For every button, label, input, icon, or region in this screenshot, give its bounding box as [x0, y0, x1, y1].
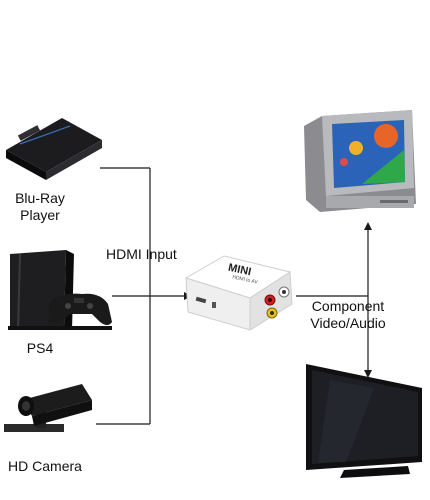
hdmi-input-label: HDMI Input — [106, 246, 177, 262]
output-label-line1: Component — [311, 298, 385, 314]
converter-box — [184, 255, 293, 331]
component-output-label: Component Video/Audio — [298, 298, 398, 332]
connector-lines — [96, 167, 372, 425]
hd-camera-icon — [4, 384, 92, 432]
bluray-label-line1: Blu-Ray — [15, 190, 65, 206]
bluray-label-line2: Player — [20, 207, 60, 223]
flat-tv-icon — [306, 364, 422, 478]
blu-ray-player-icon — [6, 118, 102, 180]
crt-tv-icon — [304, 110, 416, 212]
output-label-line2: Video/Audio — [310, 315, 386, 331]
hd-camera-label: HD Camera — [8, 458, 82, 474]
bluray-label: Blu-Ray Player — [0, 190, 80, 224]
ps4-icon — [8, 250, 112, 331]
ps4-label: PS4 — [26, 340, 54, 356]
arrow-down-icon — [364, 370, 372, 378]
arrow-up-icon — [364, 222, 372, 230]
